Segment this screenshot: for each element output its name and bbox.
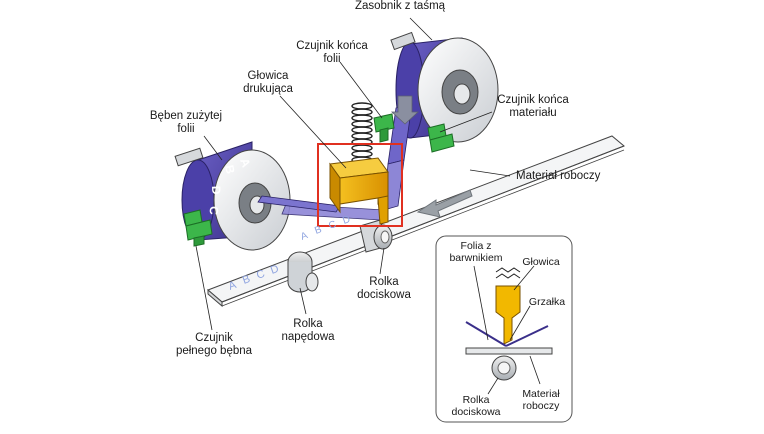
inset-label-pressure-roller: Rolka dociskowa [451,394,501,418]
inset-label-dye-foil: Folia z barwnikiem [449,240,503,264]
drum-letter: C [207,206,221,215]
drum-letter: D [209,186,223,195]
label-used-foil-drum: Bęben zużytej folii [149,110,223,135]
inset-label-head: Głowica [522,256,560,268]
print-head [329,102,389,225]
material-letter: B [241,273,252,287]
ribbon-feed-arrow-icon [390,95,420,125]
label-ribbon-end-sensor: Czujnik końca folii [296,40,368,65]
full-drum-sensor-icon [183,209,213,247]
material-letter: C [255,268,267,282]
feed-direction-arrow-icon [416,189,473,218]
inset-detail [435,235,573,423]
tape-letter: D [341,214,352,227]
material-letters: A B C D [227,263,281,293]
tape-letters: A B C D [299,214,352,243]
label-working-material: Materiał roboczy [516,170,601,182]
label-drive-roller: Rolka napędowa [281,318,335,343]
spring [351,102,373,164]
label-material-end-sensor: Czujnik końca materiału [497,94,569,119]
tape-letter: C [327,219,338,232]
inset-label-heater: Grzałka [528,296,566,308]
tape-letter: B [313,224,323,237]
inset-label-working-material: Materiał roboczy [522,388,560,412]
print-head-highlight-box [317,143,403,227]
label-full-drum-sensor: Czujnik pełnego bębna [175,332,253,357]
ribbon-end-sensor-icon [373,113,395,143]
leader-lines [195,17,511,331]
label-print-head: Głowica drukująca [243,70,293,95]
material-letter: D [269,263,281,277]
ribbon-supply-reel [390,31,499,143]
drive-roller [287,251,319,293]
material-letter: A [227,279,239,293]
tape-letter: A [299,230,309,243]
label-ribbon-reel: Zasobnik z taśmą [354,0,446,12]
material-end-sensor-icon [427,123,455,153]
drum-letter: B [222,164,238,176]
label-pressure-roller: Rolka dociskowa [357,276,411,301]
